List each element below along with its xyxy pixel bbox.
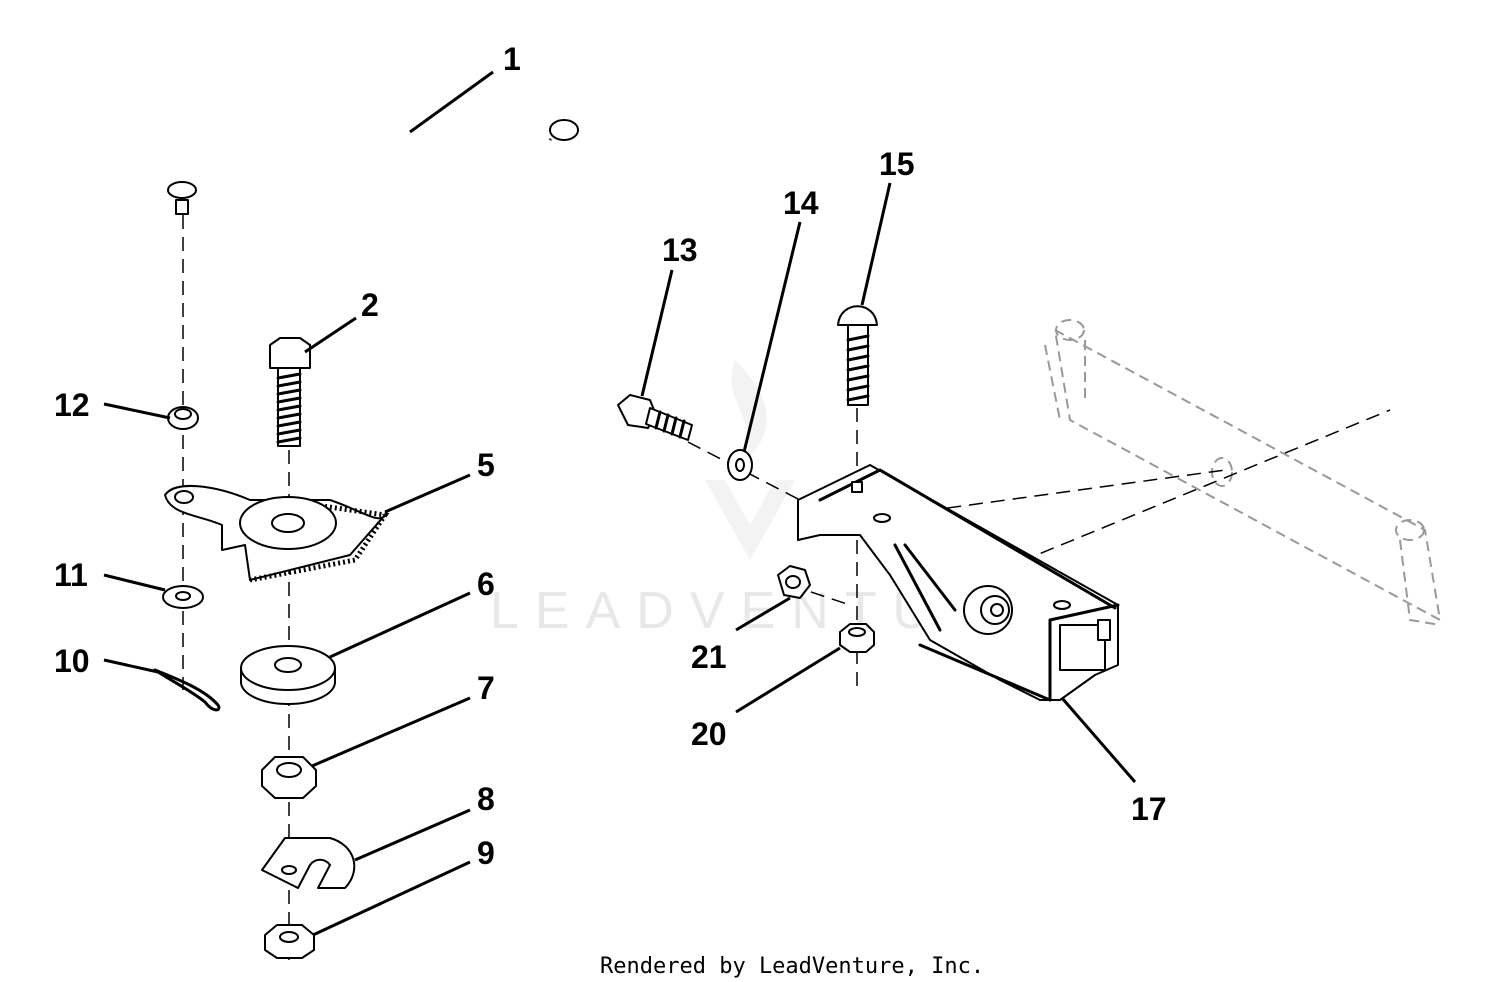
leader-12: [103, 402, 171, 420]
callout-8: 8: [477, 781, 495, 817]
callout-10: 10: [54, 643, 90, 679]
part-21-nut: [777, 565, 811, 599]
ghost-axle-assembly: [859, 319, 1442, 626]
callout-5: 5: [477, 447, 495, 483]
leader-5: [384, 473, 471, 514]
leader-20: [735, 646, 841, 714]
leader-14: [742, 221, 802, 453]
leader-6: [329, 591, 471, 659]
callout-17: 17: [1131, 791, 1167, 827]
part-20-nut: [839, 623, 875, 653]
leader-11: [103, 573, 166, 592]
leader-9: [312, 860, 471, 937]
part-1-rod: [167, 87, 579, 247]
callout-2: 2: [361, 287, 379, 323]
part-8-clip: [261, 837, 356, 889]
leader-8: [354, 808, 471, 862]
callout-6: 6: [477, 566, 495, 602]
callout-9: 9: [477, 835, 495, 871]
part-2-bolt: [269, 337, 311, 447]
part-6-spacer: [240, 645, 336, 705]
leader-2: [304, 316, 357, 354]
part-13-bolt: [617, 394, 693, 441]
leader-13: [640, 269, 674, 397]
callout-14: 14: [783, 185, 819, 221]
part-15-carriage-bolt: [837, 305, 878, 406]
leader-17: [1060, 697, 1137, 783]
part-5-sector-gear: [164, 484, 390, 583]
callout-13: 13: [662, 232, 698, 268]
part-14-washer: [727, 449, 753, 481]
callout-15: 15: [879, 146, 915, 182]
watermark-logo: [705, 360, 795, 560]
leader-10: [103, 658, 159, 674]
part-10-cotter-pin: [153, 668, 221, 712]
footer-credit: Rendered by LeadVenture, Inc.: [600, 954, 984, 979]
leader-7: [311, 696, 471, 768]
part-7-nut: [261, 756, 317, 799]
callout-21: 21: [691, 639, 727, 675]
leader-1: [409, 70, 494, 134]
part-11-washer: [162, 585, 204, 609]
leader-lines: [103, 70, 1137, 937]
part-9-nut: [264, 924, 315, 959]
leader-21: [735, 596, 791, 632]
callout-11: 11: [54, 557, 88, 593]
part-17-bracket: [797, 464, 1120, 702]
callout-20: 20: [691, 716, 727, 752]
callout-1: 1: [503, 41, 521, 77]
callout-7: 7: [477, 670, 495, 706]
part-12-nut: [167, 406, 199, 430]
callout-12: 12: [54, 387, 90, 423]
leader-15: [860, 182, 892, 306]
